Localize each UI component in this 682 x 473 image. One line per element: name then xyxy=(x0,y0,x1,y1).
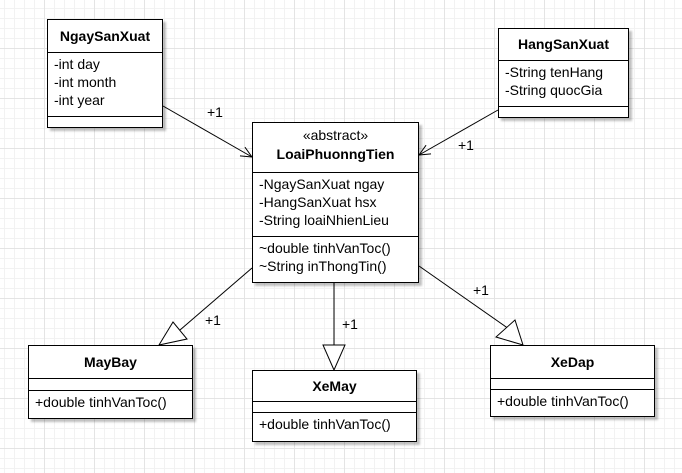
class-ngaysanxuat[interactable]: NgaySanXuat -int day -int month -int yea… xyxy=(47,19,163,128)
method-tinhvantoc: +double tinhVanToc() xyxy=(35,394,167,410)
method-tinhvantoc: +double tinhVanToc() xyxy=(259,416,391,432)
association-hang-to-loai[interactable] xyxy=(417,109,499,156)
class-xedap-methods: +double tinhVanToc() xyxy=(491,390,654,416)
class-loaiphuonngtien-methods: ~double tinhVanToc() ~String inThongTin(… xyxy=(253,237,418,282)
class-maybay-attributes xyxy=(29,379,192,391)
attribute-loainhienlieu: -String loaiNhienLieu xyxy=(259,212,389,228)
class-ngaysanxuat-attributes: -int day -int month -int year xyxy=(48,53,162,117)
class-hangsanxuat-name: HangSanXuat xyxy=(499,29,628,61)
multiplicity-ngay-to-loai: +1 xyxy=(207,104,223,120)
class-xemay-name: XeMay xyxy=(253,371,416,402)
class-hangsanxuat-methods xyxy=(499,107,628,117)
generalization-arrowhead-maybay xyxy=(157,321,188,346)
class-xedap[interactable]: XeDap +double tinhVanToc() xyxy=(490,345,655,417)
class-xemay-methods: +double tinhVanToc() xyxy=(253,413,416,441)
class-hangsanxuat-attributes: -String tenHang -String quocGia xyxy=(499,61,628,107)
class-ngaysanxuat-methods xyxy=(48,117,162,127)
attribute-day: -int day xyxy=(54,56,100,72)
method-inthongtin: ~String inThongTin() xyxy=(259,258,387,274)
method-tinhvantoc: ~double tinhVanToc() xyxy=(259,240,391,256)
generalization-arrowhead-xemay xyxy=(322,344,346,372)
class-maybay-name: MayBay xyxy=(29,346,192,379)
class-maybay-methods: +double tinhVanToc() xyxy=(29,391,192,418)
attribute-ngay: -NgaySanXuat ngay xyxy=(259,176,385,192)
multiplicity-hang-to-loai: +1 xyxy=(458,137,474,153)
class-ngaysanxuat-name: NgaySanXuat xyxy=(48,20,162,53)
attribute-hsx: -HangSanXuat hsx xyxy=(259,194,377,210)
generalization-maybay-to-loai[interactable] xyxy=(179,267,253,331)
attribute-quocgia: -String quocGia xyxy=(505,82,603,98)
class-loaiphuonngtien[interactable]: «abstract» LoaiPhuonngTien -NgaySanXuat … xyxy=(252,122,419,283)
attribute-year: -int year xyxy=(54,92,105,108)
generalization-arrowhead-xedap xyxy=(494,319,524,346)
class-xedap-attributes xyxy=(491,379,654,390)
attribute-month: -int month xyxy=(54,74,117,90)
attribute-tenhang: -String tenHang xyxy=(505,64,604,80)
association-ngay-to-loai[interactable] xyxy=(162,105,254,158)
method-tinhvantoc: +double tinhVanToc() xyxy=(497,393,629,409)
stereotype-abstract: «abstract» xyxy=(302,127,369,143)
multiplicity-loai-to-xemay: +1 xyxy=(342,316,358,332)
class-hangsanxuat[interactable]: HangSanXuat -String tenHang -String quoc… xyxy=(498,28,629,118)
generalization-xedap-to-loai[interactable] xyxy=(418,265,510,330)
class-maybay[interactable]: MayBay +double tinhVanToc() xyxy=(28,345,193,419)
class-loaiphuonngtien-name: LoaiPhuonngTien xyxy=(276,146,395,162)
class-loaiphuonngtien-attributes: -NgaySanXuat ngay -HangSanXuat hsx -Stri… xyxy=(253,173,418,237)
class-xemay[interactable]: XeMay +double tinhVanToc() xyxy=(252,370,417,442)
multiplicity-loai-to-xedap: +1 xyxy=(473,282,489,298)
class-xemay-attributes xyxy=(253,402,416,413)
class-loaiphuonngtien-header: «abstract» LoaiPhuonngTien xyxy=(253,123,418,173)
class-xedap-name: XeDap xyxy=(491,346,654,379)
multiplicity-loai-to-maybay: +1 xyxy=(205,312,221,328)
